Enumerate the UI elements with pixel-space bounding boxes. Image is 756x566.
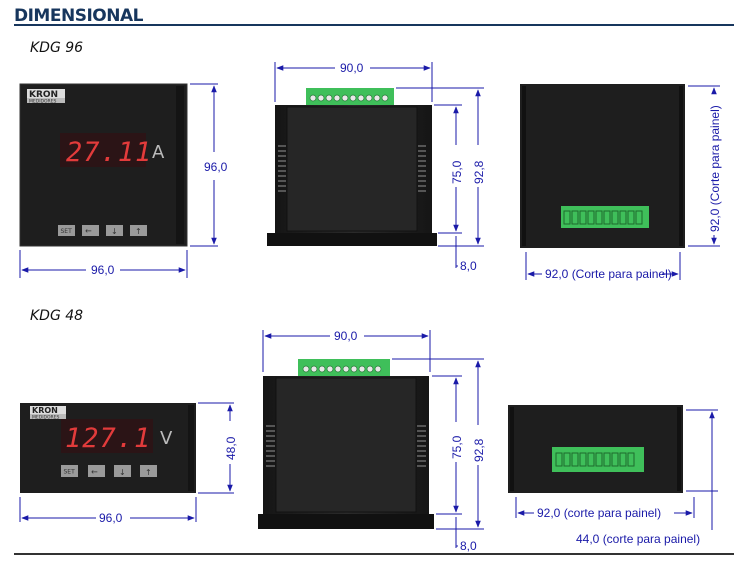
kdg96-set-button xyxy=(58,225,75,236)
kdg96-side-bezel-dim: 8,0 xyxy=(460,259,477,273)
kdg48-set-button xyxy=(61,465,78,477)
kdg96-brand-sub: MEDIDORES xyxy=(29,99,56,105)
kdg48-rear-view xyxy=(508,405,683,493)
svg-text:←: ← xyxy=(91,468,98,477)
svg-text:SET: SET xyxy=(61,228,73,235)
kdg48-side-depth-total-dim: 92,8 xyxy=(472,438,486,462)
kdg48-side-depth-inner-dim: 75,0 xyxy=(450,435,464,459)
svg-text:SET: SET xyxy=(64,469,76,476)
kdg48-rear-height-dim: 44,0 (corte para painel) xyxy=(576,532,700,546)
kdg48-down-button xyxy=(114,465,131,477)
kdg96-side-depth-inner-dim: 75,0 xyxy=(450,160,464,184)
kdg96-rear-height-dim: 92,0 (Corte para painel) xyxy=(708,105,722,232)
kdg48-brand-plate xyxy=(30,406,66,414)
kdg96-side-width-dim: 90,0 xyxy=(340,61,364,75)
kdg48-side-width-dim: 90,0 xyxy=(334,329,358,343)
title-underline xyxy=(14,24,734,26)
kdg96-side-view xyxy=(267,88,437,246)
model-label-kdg48: KDG 48 xyxy=(30,308,84,324)
kdg96-side-depth-total-dim: 92,8 xyxy=(472,160,486,184)
kdg48-side-view xyxy=(258,359,434,529)
model-label-kdg96: KDG 96 xyxy=(30,40,84,56)
kdg48-side-bezel xyxy=(258,514,434,529)
kdg48-display-value: 127.1 xyxy=(65,423,151,454)
kdg96-display-value: 27.11 xyxy=(66,137,152,168)
kdg96-led-display xyxy=(60,133,146,167)
kdg96-front-width-dim: 96,0 xyxy=(91,263,115,277)
svg-text:↑: ↑ xyxy=(145,468,152,477)
kdg48-enter-button xyxy=(88,465,105,477)
kdg96-brand-plate xyxy=(27,89,65,98)
svg-text:↑: ↑ xyxy=(135,227,142,236)
kdg96-enter-button xyxy=(82,225,99,236)
kdg48-front-height-dim: 48,0 xyxy=(224,436,238,460)
kdg48-brand-sub: MEDIDORES xyxy=(32,415,59,421)
kdg48-rear-terminal xyxy=(552,447,644,472)
kdg96-front-height-dim: 96,0 xyxy=(204,160,228,174)
bottom-rule xyxy=(14,553,734,555)
kdg96-unit: A xyxy=(152,142,165,163)
kdg96-up-button xyxy=(130,225,147,236)
svg-text:↓: ↓ xyxy=(119,468,126,477)
kdg96-brand: KRON xyxy=(29,90,58,100)
kdg96-rear-width-dim: 92,0 (Corte para painel) xyxy=(545,267,672,281)
kdg96-down-button xyxy=(106,225,123,236)
kdg48-brand: KRON xyxy=(32,406,58,415)
kdg48-unit: V xyxy=(160,428,173,449)
kdg48-up-button xyxy=(140,465,157,477)
kdg96-side-bezel xyxy=(267,233,437,246)
kdg48-front-width-dim: 96,0 xyxy=(99,511,123,525)
kdg48-rear-width-dim: 92,0 (corte para painel) xyxy=(537,506,661,520)
kdg48-side-bezel-dim: 8,0 xyxy=(460,539,477,553)
kdg48-led-display xyxy=(61,419,153,453)
kdg48-front-view: KRON MEDIDORES 127.1 V SET ← ↓ ↑ xyxy=(20,403,196,493)
svg-text:↓: ↓ xyxy=(111,227,118,236)
kdg96-front-view: KRON MEDIDORES 27.11 A SET ← ↓ ↑ xyxy=(19,83,188,247)
svg-text:←: ← xyxy=(85,227,92,236)
kdg96-rear-view xyxy=(520,84,685,248)
section-title: DIMENSIONAL xyxy=(14,6,143,26)
